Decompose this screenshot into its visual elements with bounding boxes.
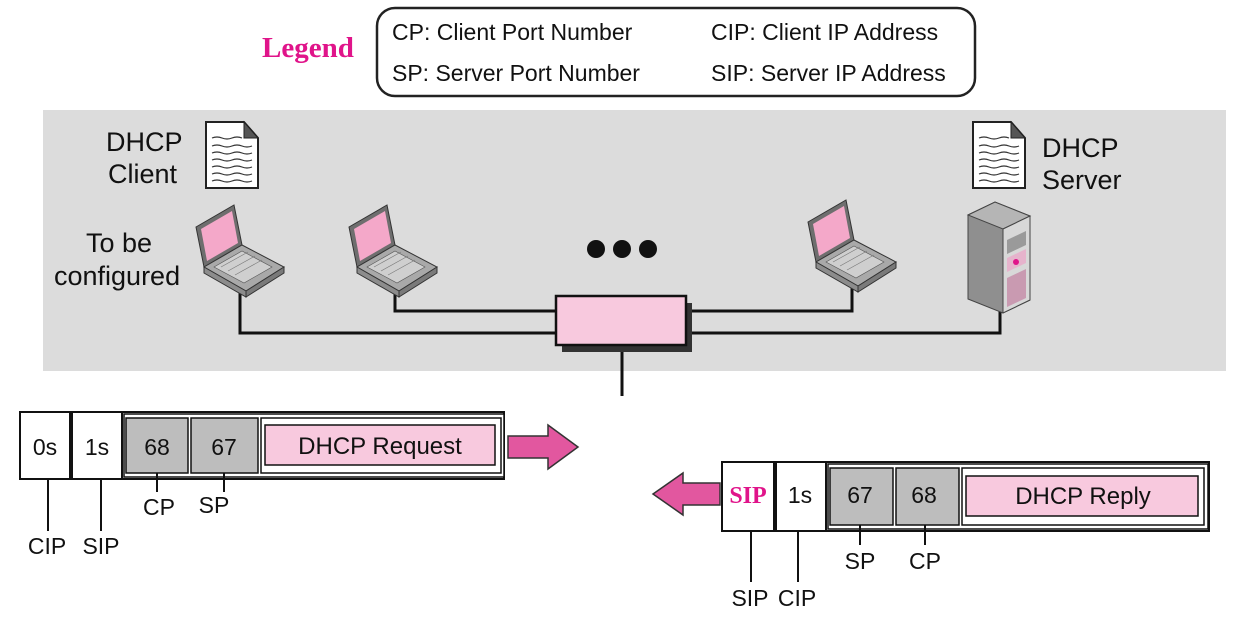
reply-packet (721, 461, 1210, 532)
request-message: DHCP Request (298, 433, 462, 460)
request-packet (19, 411, 505, 480)
legend-title: Legend (262, 32, 354, 64)
reply-annotation-sp: SP (845, 548, 876, 574)
request-annotation-cp: CP (143, 494, 175, 520)
reply-field-sp: 67 (847, 482, 873, 508)
client-label-line2: Client (108, 159, 178, 189)
server-icon (966, 201, 1032, 314)
server-label-line2: Server (1042, 165, 1122, 195)
reply-annotation-cip: CIP (778, 585, 816, 611)
unconfigured-label-line2: configured (54, 261, 180, 291)
request-field-cp: 68 (144, 434, 170, 460)
unconfigured-label-line1: To be (86, 228, 152, 258)
switch-hub (554, 294, 692, 352)
reply-annotation-lines (750, 525, 926, 582)
server-label-line1: DHCP (1042, 133, 1119, 163)
request-annotation-cip: CIP (28, 533, 66, 559)
request-annotation-sip: SIP (82, 533, 119, 559)
reply-arrow-icon (651, 471, 721, 517)
reply-field-sip: SIP (729, 483, 766, 509)
ellipsis-icon (587, 240, 657, 258)
legend-item-cip: CIP: Client IP Address (711, 19, 938, 45)
reply-message: DHCP Reply (1015, 483, 1151, 510)
request-field-sp: 67 (211, 434, 237, 460)
legend-item-cp: CP: Client Port Number (392, 19, 633, 45)
request-annotation-sp: SP (199, 492, 230, 518)
lan-cables (238, 278, 1002, 396)
legend-box (375, 6, 977, 98)
request-field-sip: 1s (85, 434, 109, 460)
legend-item-sip: SIP: Server IP Address (711, 60, 946, 86)
legend-item-sp: SP: Server Port Number (392, 60, 640, 86)
server-document-icon (972, 121, 1026, 189)
reply-annotation-cp: CP (909, 548, 941, 574)
request-field-cip: 0s (33, 434, 57, 460)
client-label-line1: DHCP (106, 127, 183, 157)
reply-annotation-sip: SIP (731, 585, 768, 611)
reply-field-cip: 1s (788, 482, 812, 508)
reply-field-cp: 68 (911, 482, 937, 508)
request-arrow-icon (507, 423, 580, 471)
client-document-icon (205, 121, 259, 189)
request-annotation-lines (47, 473, 225, 531)
